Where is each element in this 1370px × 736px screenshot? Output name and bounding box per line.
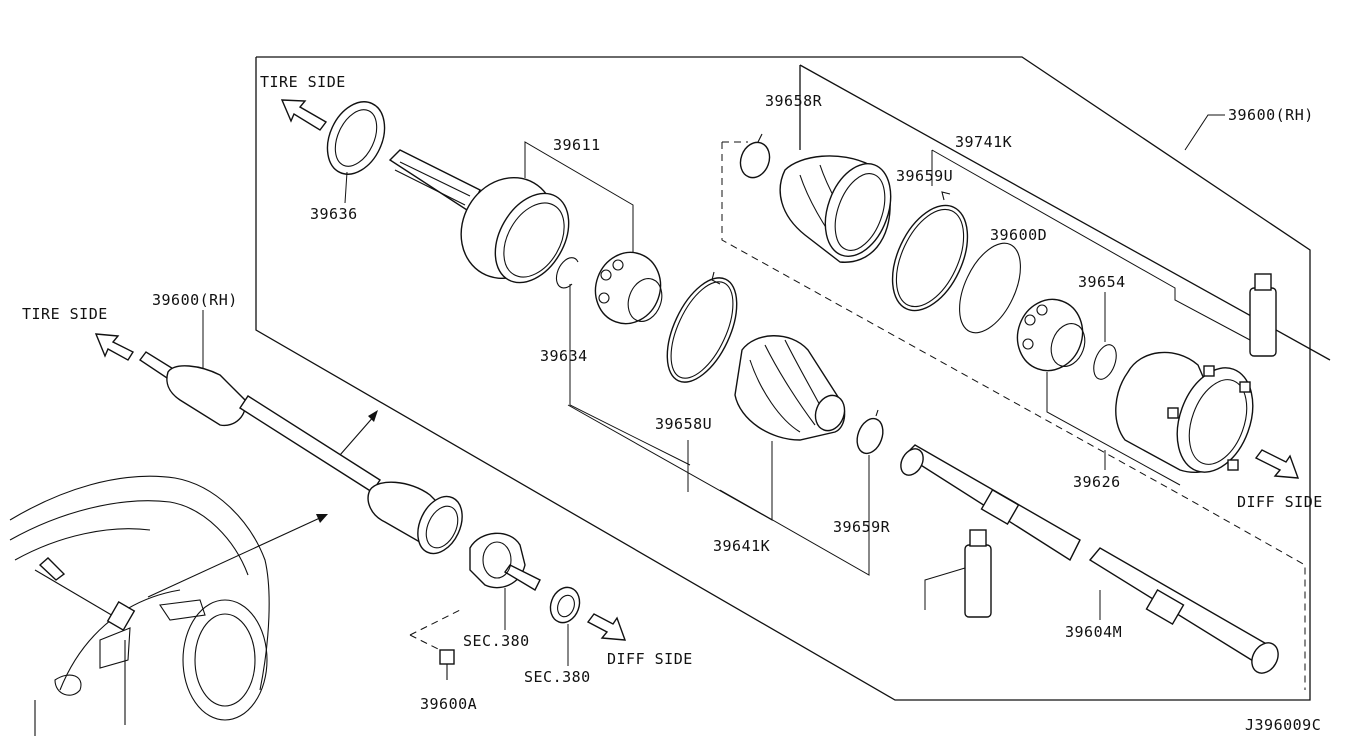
cage-inner bbox=[1016, 298, 1086, 372]
diff-side-arrow-right bbox=[1254, 449, 1300, 479]
label-39626: 39626 bbox=[1073, 473, 1121, 491]
label-39658R: 39658R bbox=[765, 92, 823, 110]
tire-side-label-upper: TIRE SIDE bbox=[260, 73, 346, 91]
label-39600A: 39600A bbox=[420, 695, 477, 713]
diff-side-label-right: DIFF SIDE bbox=[1237, 493, 1323, 511]
label-39659R: 39659R bbox=[833, 518, 891, 536]
band-39659R bbox=[856, 409, 884, 455]
label-39600RH-top: 39600(RH) bbox=[1228, 106, 1314, 124]
flange-sec380 bbox=[469, 532, 541, 591]
diff-side-label-lower: DIFF SIDE bbox=[607, 650, 693, 668]
label-39636: 39636 bbox=[310, 205, 358, 223]
bolt-39600A bbox=[409, 609, 461, 680]
direction-arrow-shaft bbox=[339, 410, 378, 456]
vehicle-silhouette bbox=[9, 475, 270, 736]
label-39604M: 39604M bbox=[1065, 623, 1122, 641]
label-39658U: 39658U bbox=[655, 415, 712, 433]
shaft-in-vehicle bbox=[34, 557, 136, 631]
tire-side-arrow-upper bbox=[280, 99, 328, 131]
label-39611: 39611 bbox=[553, 136, 601, 154]
snap-ring-39634 bbox=[555, 257, 579, 289]
boot-39641K bbox=[734, 335, 846, 441]
label-39600RH-left: 39600(RH) bbox=[152, 291, 238, 309]
grease-tube-upper bbox=[1249, 273, 1277, 357]
shaft-39604M bbox=[900, 444, 1279, 674]
outer-joint-39611 bbox=[388, 149, 570, 284]
housing-39626 bbox=[1115, 351, 1254, 474]
band-39658U bbox=[666, 271, 738, 383]
label-39659U: 39659U bbox=[896, 167, 953, 185]
band-39658R bbox=[739, 133, 771, 179]
diff-side-arrow-lower bbox=[586, 613, 627, 641]
inner-boot-kit-box bbox=[721, 141, 1306, 690]
seal-sec380 bbox=[549, 586, 581, 624]
label-39634: 39634 bbox=[540, 347, 588, 365]
assembled-drive-shaft bbox=[138, 351, 463, 555]
label-39600D: 39600D bbox=[990, 226, 1047, 244]
label-39654: 39654 bbox=[1078, 273, 1126, 291]
snap-ring-39654 bbox=[1093, 344, 1117, 380]
drawing-number: J396009C bbox=[1245, 716, 1321, 734]
tire-side-label-left: TIRE SIDE bbox=[22, 305, 108, 323]
label-39641K: 39641K bbox=[713, 537, 770, 555]
label-39741K: 39741K bbox=[955, 133, 1012, 151]
label-sec380-flange: SEC.380 bbox=[463, 632, 530, 650]
circlip-39600D bbox=[959, 242, 1021, 334]
band-39659U bbox=[891, 191, 969, 312]
grease-tube-lower bbox=[964, 529, 992, 618]
seal-ring-39636 bbox=[326, 101, 386, 175]
cage-bearing bbox=[594, 251, 663, 325]
direction-arrow-vehicle bbox=[147, 514, 328, 598]
boot-39741K bbox=[779, 155, 892, 263]
tire-side-arrow-left bbox=[94, 333, 135, 361]
label-sec380-seal: SEC.380 bbox=[524, 668, 591, 686]
